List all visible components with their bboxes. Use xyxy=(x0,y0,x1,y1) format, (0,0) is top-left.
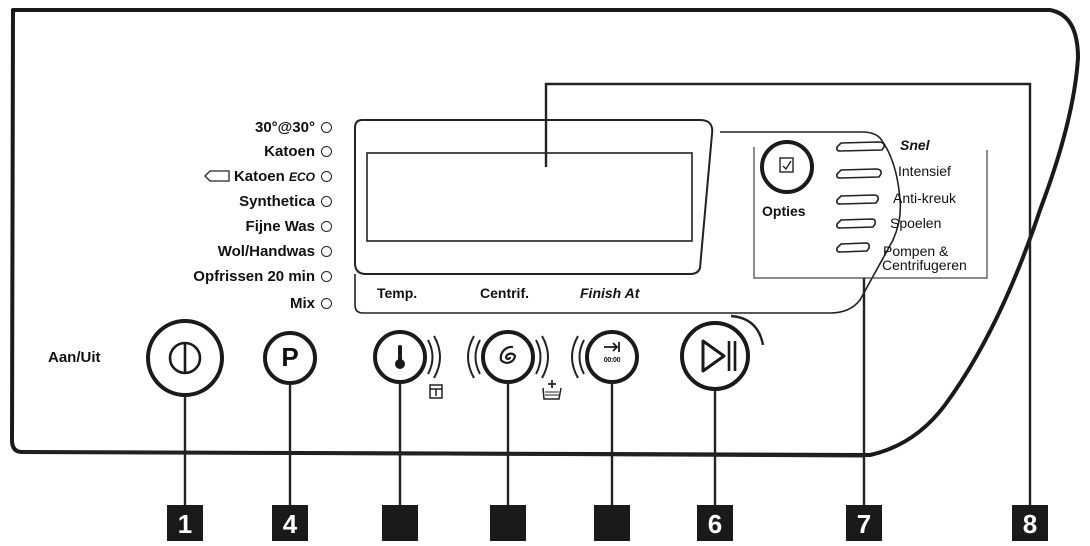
program-option[interactable]: Synthetica xyxy=(239,191,332,213)
program-indicator-icon xyxy=(321,245,332,257)
program-indicator-icon xyxy=(321,195,332,207)
program-indicator-icon xyxy=(321,121,332,133)
program-indicator-icon xyxy=(321,145,332,157)
program-label: Mix xyxy=(289,295,315,312)
display-screen xyxy=(366,152,693,242)
program-option[interactable]: Opfrissen 20 min xyxy=(193,266,332,288)
program-option[interactable]: Fijne Was xyxy=(246,216,332,238)
program-label: 30°@30° xyxy=(255,119,315,136)
options-label: Opties xyxy=(762,203,806,219)
callout-marker: 1 xyxy=(167,505,203,541)
callout-marker: 6 xyxy=(697,505,733,541)
program-indicator-icon xyxy=(321,220,332,232)
program-label: Wol/Handwas xyxy=(217,243,315,260)
program-label: Katoen xyxy=(233,168,285,185)
program-label: Katoen xyxy=(264,143,315,160)
program-label: Synthetica xyxy=(239,193,315,210)
program-button-label: P xyxy=(281,342,299,372)
option-label: Snel xyxy=(900,137,930,153)
leader-lines xyxy=(183,82,1032,506)
callout-marker xyxy=(382,505,418,541)
program-option[interactable]: Mix xyxy=(290,293,332,315)
power-label: Aan/Uit xyxy=(48,349,101,366)
callout-marker: 7 xyxy=(846,505,882,541)
eco-tag-icon xyxy=(204,170,230,182)
options-box xyxy=(753,147,988,279)
option-indicators xyxy=(836,141,885,253)
option-label: Pompen & xyxy=(883,243,949,259)
program-option[interactable]: Katoen xyxy=(264,141,332,163)
temperature-button[interactable] xyxy=(375,332,425,382)
option-label: Anti-kreuk xyxy=(893,190,957,206)
finish-at-digits: 00:00 xyxy=(603,357,621,364)
program-button[interactable] xyxy=(265,333,315,383)
start-pause-ring xyxy=(680,321,750,391)
temp-label: Temp. xyxy=(377,285,418,301)
eco-suffix: ECO xyxy=(288,170,315,184)
callout-marker: 4 xyxy=(272,505,308,541)
program-indicator-icon xyxy=(321,170,332,182)
spin-label: Centrif. xyxy=(480,285,529,301)
program-button-ring xyxy=(263,331,317,385)
finish-at-button[interactable] xyxy=(587,332,637,382)
option-label: Spoelen xyxy=(890,215,942,231)
option-label: Centrifugeren xyxy=(882,257,967,273)
spin-button[interactable] xyxy=(483,332,533,382)
program-label: Opfrissen 20 min xyxy=(193,268,315,285)
start-pause-button[interactable] xyxy=(682,323,748,389)
display-frame xyxy=(354,119,714,275)
power-button[interactable] xyxy=(148,321,222,395)
program-option[interactable]: 30°@30° xyxy=(255,117,332,139)
options-button[interactable] xyxy=(762,142,812,192)
program-option[interactable]: Katoen ECO xyxy=(204,166,332,188)
program-option[interactable]: Wol/Handwas xyxy=(218,241,332,263)
callout-marker xyxy=(594,505,630,541)
option-label: Intensief xyxy=(898,163,951,179)
program-indicator-icon xyxy=(321,297,332,309)
finish-at-label: Finish At xyxy=(580,285,640,301)
callout-marker: 8 xyxy=(1012,505,1048,541)
callout-marker xyxy=(490,505,526,541)
program-label: Fijne Was xyxy=(245,218,315,235)
program-indicator-icon xyxy=(321,270,332,282)
